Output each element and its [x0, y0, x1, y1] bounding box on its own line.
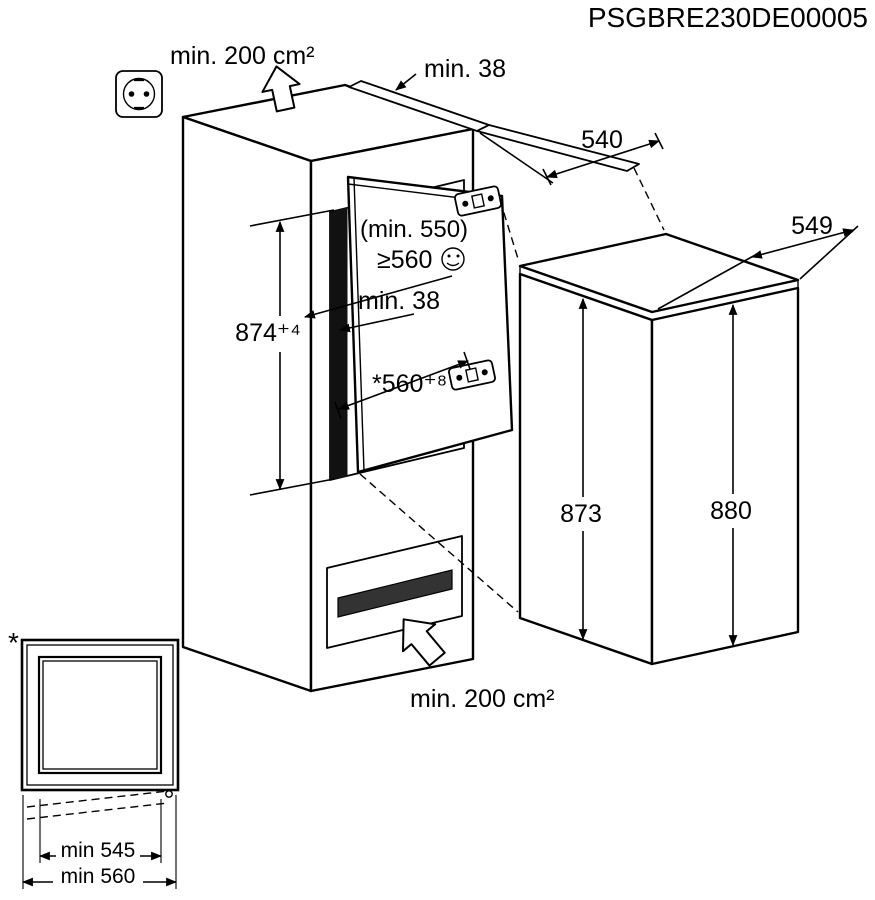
dim-label-appliance-height: 873	[560, 500, 602, 528]
dim-top-rear-clearance-38: min. 38	[395, 55, 506, 91]
dim-niche-width-560: *560⁺⁸	[334, 351, 471, 420]
top-vent-label: min. 200 cm²	[170, 42, 314, 70]
panel-frame-line	[26, 644, 174, 786]
recess-width-label: min 560	[61, 865, 136, 888]
bottom-vent-label: min. 200 cm²	[410, 685, 554, 713]
niche-depth-min-label: (min. 550)	[360, 216, 468, 243]
label-mask	[56, 842, 140, 861]
niche-shadow-strip	[329, 207, 348, 481]
dim-niche-depth: (min. 550) ≥560	[303, 216, 468, 319]
dim-appliance-height-873: 873	[560, 297, 602, 641]
top-rear-clearance-label: min. 38	[424, 55, 506, 83]
dimension-line	[337, 360, 470, 410]
extension-line	[22, 795, 177, 889]
plinth-vent-slot	[337, 569, 453, 618]
label-mask	[53, 868, 143, 887]
panel-adjustment-line	[26, 790, 169, 808]
niche-depth-recommended-label: ≥560	[377, 246, 432, 274]
niche-width-label: *560⁺⁸	[372, 370, 447, 398]
smiley-icon	[441, 247, 465, 271]
socket-pin-hole	[128, 91, 135, 97]
dim-label-overall-height: 880	[710, 497, 752, 525]
hinge-icon	[454, 185, 502, 217]
up-arrow-icon	[261, 65, 301, 113]
panel-adjustment-line	[26, 802, 169, 820]
dim-appliance-depth-549: 549	[657, 212, 859, 310]
dim-recess-width-560: min 560	[21, 865, 178, 888]
leader-arrow	[303, 275, 453, 319]
dim-panel-width-545: min 545	[38, 839, 163, 862]
dim-niche-height-874: 874⁺⁴	[235, 209, 335, 496]
projection-lines	[359, 167, 665, 613]
smiley-eye	[447, 254, 451, 258]
tick-line	[334, 401, 342, 420]
projection-line	[499, 199, 520, 263]
footnote-asterisk: *	[8, 627, 19, 658]
hinge-screw	[481, 369, 488, 376]
panel-outer-frame	[20, 638, 180, 792]
dim-label-appliance-depth: 549	[791, 212, 833, 240]
socket-pin-hole	[143, 91, 150, 97]
panel-width-label: min 545	[61, 839, 136, 862]
smiley-mouth	[446, 262, 460, 267]
extension-line	[249, 478, 335, 496]
front-clearance-label: min. 38	[358, 287, 440, 315]
cabinet-front-face	[181, 115, 313, 693]
dim-front-clearance-38: min. 38	[338, 287, 440, 333]
dim-top-depth-540: 540	[479, 126, 664, 186]
product-code: PSGBRE230DE00005	[588, 2, 868, 33]
extension-line	[657, 253, 758, 310]
extension-line	[249, 209, 335, 227]
socket-earth-clips	[134, 78, 144, 110]
hinge-screw	[487, 195, 494, 202]
dimension-line	[545, 139, 661, 179]
dimension-line	[750, 228, 855, 259]
extension-line	[479, 132, 554, 184]
projection-line	[633, 167, 665, 231]
panel-frame-line	[42, 660, 158, 770]
fridge-front-face	[518, 272, 654, 666]
panel-pivot-point	[165, 790, 173, 798]
leader-arrow	[395, 73, 417, 91]
door-panel-inset: * min 545 min 560	[8, 627, 180, 889]
power-socket-icon	[115, 70, 163, 118]
smiley-face	[441, 247, 465, 271]
dim-label-top-depth: 540	[581, 126, 623, 154]
dim-overall-height-880: 880	[710, 303, 752, 647]
socket-body	[115, 70, 163, 118]
hinge-plate	[454, 185, 502, 217]
projection-line	[359, 473, 519, 613]
dim-label-niche-height: 874⁺⁴	[235, 319, 301, 347]
hinge-notch	[471, 193, 485, 209]
up-arrow-icon	[401, 618, 446, 667]
smiley-eye	[456, 254, 460, 258]
door-panel-edge-line	[353, 177, 365, 472]
leader-arrow	[338, 313, 415, 333]
fridge-side-face	[650, 286, 800, 666]
hinge-screw	[462, 200, 469, 207]
panel-inner-frame	[37, 655, 163, 775]
refrigerator-body	[518, 232, 800, 666]
socket-well	[122, 77, 156, 111]
